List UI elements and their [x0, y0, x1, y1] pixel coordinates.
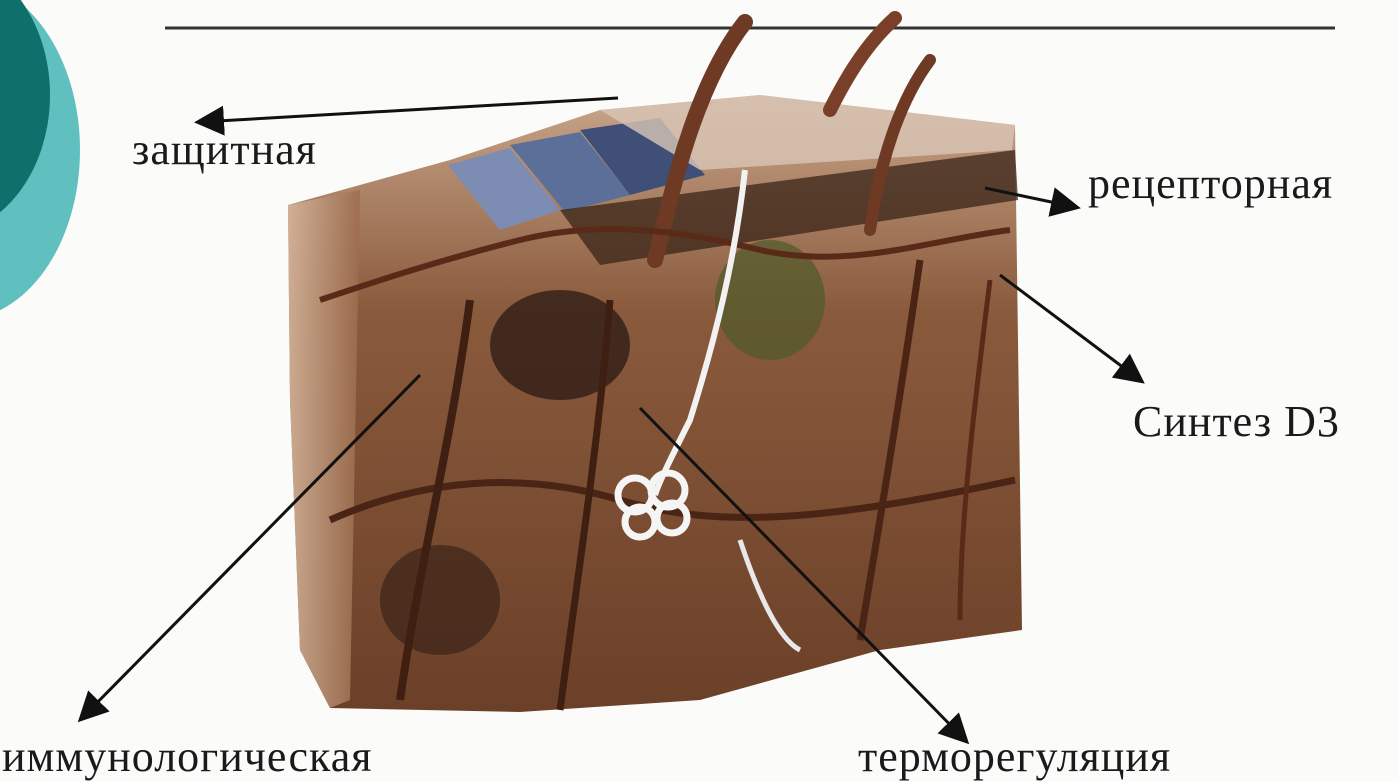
label-thermoregulation: терморегуляция: [858, 735, 1171, 779]
skin-cross-section: [288, 18, 1022, 712]
label-immunological: иммунологическая: [2, 735, 373, 779]
label-synthesis-d3: Синтез D3: [1133, 400, 1340, 444]
teal-circle-ornament: [0, 0, 80, 320]
label-protective: защитная: [132, 128, 317, 172]
label-receptor: рецепторная: [1088, 162, 1333, 206]
arrow-synthesis: [1000, 275, 1140, 380]
arrow-protective: [200, 98, 618, 122]
